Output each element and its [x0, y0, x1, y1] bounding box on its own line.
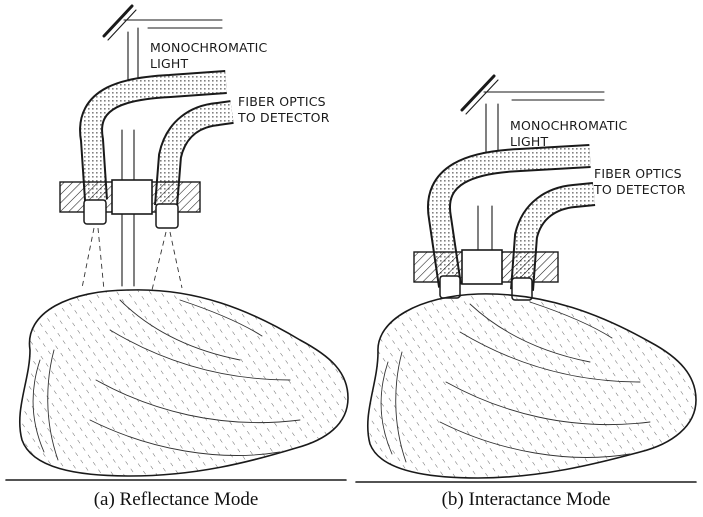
- fruit-sample: [20, 290, 348, 476]
- fiber-label-line1: FIBER OPTICS: [238, 94, 326, 109]
- fiber-tip-right: [156, 204, 178, 228]
- probe-holder: [414, 250, 558, 284]
- light-label-line1: MONOCHROMATIC: [150, 40, 268, 55]
- fruit-sample: [368, 294, 696, 478]
- light-label-line2: LIGHT: [150, 56, 189, 71]
- mirror-icon: [104, 6, 136, 40]
- fiber-label-line1: FIBER OPTICS: [594, 166, 682, 181]
- reflected-light-cone: [82, 228, 182, 290]
- panel-reflectance: MONOCHROMATIC LIGHT FIBER OPTICS TO DETE…: [6, 6, 348, 510]
- fiber-label-line2: TO DETECTOR: [237, 110, 330, 125]
- fiber-tip-left: [440, 276, 460, 298]
- light-label-line1: MONOCHROMATIC: [510, 118, 628, 133]
- mirror-icon: [462, 76, 498, 114]
- fiber-label-line2: TO DETECTOR: [593, 182, 686, 197]
- probe-holder: [60, 180, 200, 214]
- caption: (b) Interactance Mode: [442, 489, 611, 510]
- fiber-tip-left: [84, 200, 106, 224]
- caption: (a) Reflectance Mode: [94, 489, 259, 510]
- panel-interactance: MONOCHROMATIC LIGHT FIBER OPTICS TO DETE…: [356, 76, 696, 510]
